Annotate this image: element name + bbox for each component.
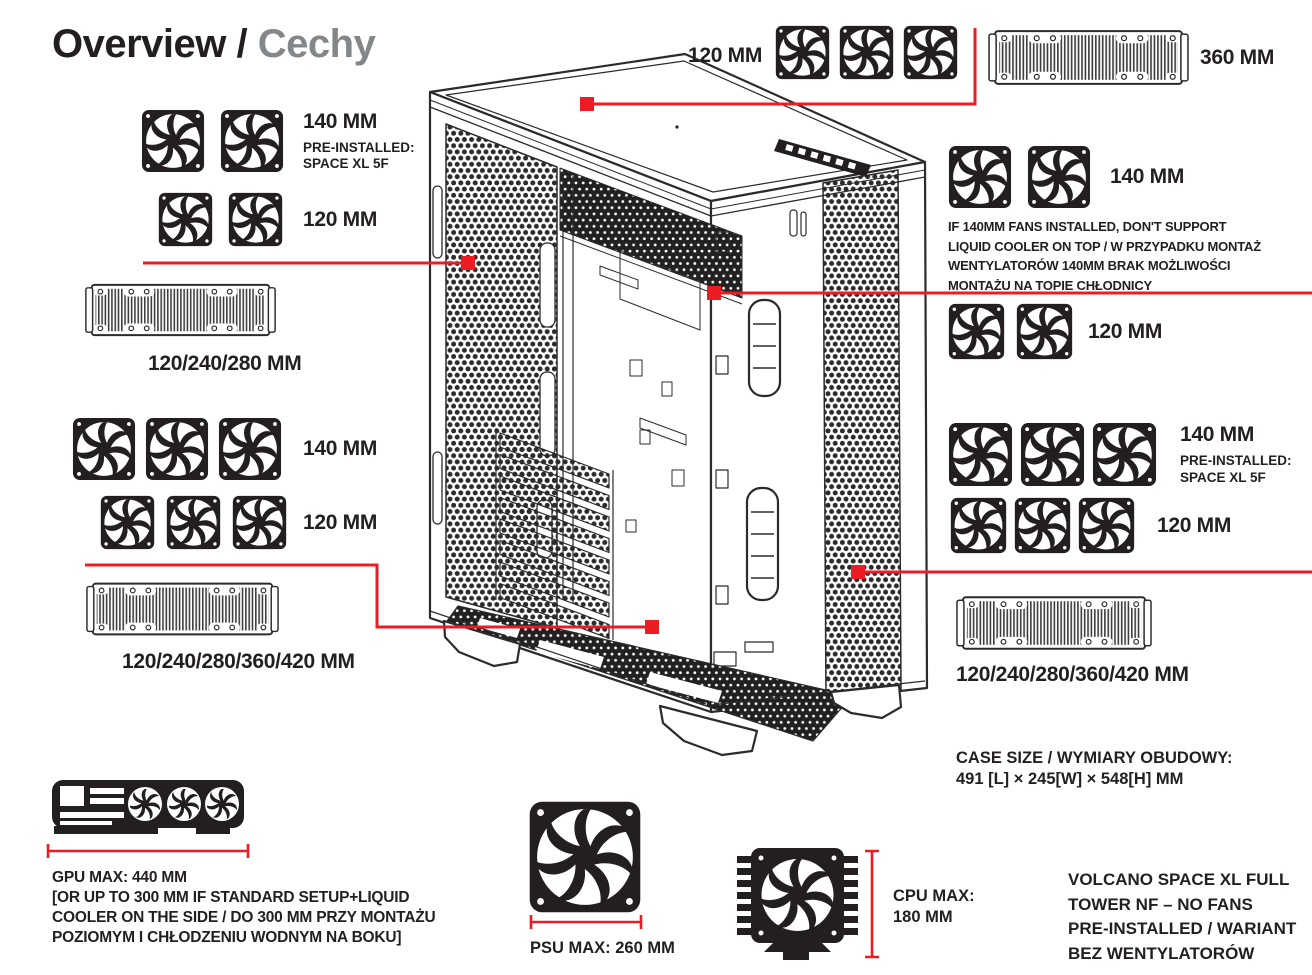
page-title: Overview / Cechy xyxy=(52,22,376,67)
pc-case-drawing xyxy=(428,52,929,757)
fan-group-right-low-140: 140 MM PRE-INSTALLED:SPACE XL 5F xyxy=(948,422,1292,487)
cpu-cooler-icon xyxy=(737,848,858,960)
cpu-max-text: CPU MAX: 180 MM xyxy=(893,887,975,926)
fan-size-label: 120 MM xyxy=(1088,319,1163,343)
fan-size-label: 120 MM xyxy=(1157,513,1232,537)
fan-icon xyxy=(220,109,284,173)
fan-icon xyxy=(1092,422,1157,487)
fan-size-label-top: 120 MM xyxy=(688,44,763,67)
fan-note: PRE-INSTALLED:SPACE XL 5F xyxy=(303,139,415,171)
fan-icon xyxy=(775,25,830,80)
fan-icon xyxy=(166,495,221,550)
fan-icons xyxy=(72,417,282,481)
fan-group-side-140: 140 MM xyxy=(72,417,377,481)
fan-icon xyxy=(232,495,287,550)
red-connectors xyxy=(85,28,1312,629)
radiator-label-top: 360 MM xyxy=(1200,46,1275,69)
fan-icons xyxy=(100,495,287,550)
fan-icon xyxy=(218,417,282,481)
fan-size-label: 140 MM xyxy=(303,109,378,133)
fan-icons xyxy=(948,145,1091,209)
measurement-lines xyxy=(46,844,879,959)
radiator-label-side: 120/240/280/360/420 MM xyxy=(122,650,355,673)
fan-size-label: 120 MM xyxy=(303,207,378,231)
fan-icon xyxy=(903,25,958,80)
psu-max-text: PSU MAX: 260 MM xyxy=(530,939,675,957)
fan-group-top-120 xyxy=(775,25,958,80)
fan-icon xyxy=(1078,497,1135,554)
fan-icons xyxy=(950,497,1135,554)
title-primary: Overview / xyxy=(52,22,248,66)
fan-group-side-120: 120 MM xyxy=(100,495,377,550)
fan-group-front-120: 120 MM xyxy=(158,192,377,247)
fan-size-label: 140 MM xyxy=(1110,165,1185,188)
case-feet xyxy=(442,619,903,757)
fan-group-right-120: 120 MM xyxy=(948,303,1162,360)
fan-icons xyxy=(141,109,284,173)
title-secondary: Cechy xyxy=(257,22,376,66)
fan-group-right-140: 140 MM IF 140MM FANS INSTALLED, DON'T SU… xyxy=(948,145,1261,295)
fan-icons xyxy=(948,422,1157,487)
variant-text: VOLCANO SPACE XL FULL TOWER NF – NO FANS… xyxy=(1068,870,1297,963)
fan-icon xyxy=(141,109,205,173)
fan-icon xyxy=(145,417,209,481)
psu-measure-line xyxy=(529,915,643,929)
psu-fan-icon xyxy=(528,800,642,914)
fan-icons xyxy=(948,303,1073,360)
fan-icon xyxy=(72,417,136,481)
case-size-text: CASE SIZE / WYMIARY OBUDOWY: 491 [L] × 2… xyxy=(956,749,1233,788)
gpu-measure-line xyxy=(46,844,250,858)
fan-icons xyxy=(158,192,283,247)
fan-size-label: 120 MM xyxy=(303,510,378,534)
fan-icon xyxy=(1027,145,1091,209)
fan-icon xyxy=(228,192,283,247)
radiator-icon-top xyxy=(987,28,1190,87)
fan-icon xyxy=(839,25,894,80)
io-panel-strip xyxy=(774,139,871,177)
pci-slots xyxy=(499,432,610,640)
gpu-max-text: GPU MAX: 440 MM [OR UP TO 300 MM IF STAN… xyxy=(52,869,436,946)
fan-icon xyxy=(1014,497,1071,554)
fan-icon xyxy=(1020,422,1085,487)
fan-group-right-low-120: 120 MM xyxy=(950,497,1231,554)
red-markers xyxy=(461,97,865,634)
fan-size-label: 140 MM xyxy=(1180,423,1255,447)
radiator-label-front: 120/240/280 MM xyxy=(148,352,302,375)
fan-group-front-140: 140 MM PRE-INSTALLED:SPACE XL 5F xyxy=(141,109,415,173)
radiator-icon-side xyxy=(85,580,280,638)
radiator-icon-front xyxy=(83,282,278,338)
fan-size-label: 140 MM xyxy=(303,437,378,460)
fan-icon xyxy=(948,422,1013,487)
gpu-icon xyxy=(48,772,248,840)
radiator-label-right: 120/240/280/360/420 MM xyxy=(956,663,1189,686)
fan-icon xyxy=(948,145,1012,209)
cpu-measure-line xyxy=(865,849,879,959)
fan-note: PRE-INSTALLED:SPACE XL 5F xyxy=(1180,453,1292,485)
fan-icon xyxy=(950,497,1007,554)
fan-icon xyxy=(100,495,155,550)
radiator-icon-right xyxy=(955,593,1153,653)
fan-icon xyxy=(158,192,213,247)
fan-icon xyxy=(1016,303,1073,360)
fan-icon xyxy=(948,303,1005,360)
top-liquid-cooler-note: IF 140MM FANS INSTALLED, DON'T SUPPORT L… xyxy=(948,219,1261,293)
